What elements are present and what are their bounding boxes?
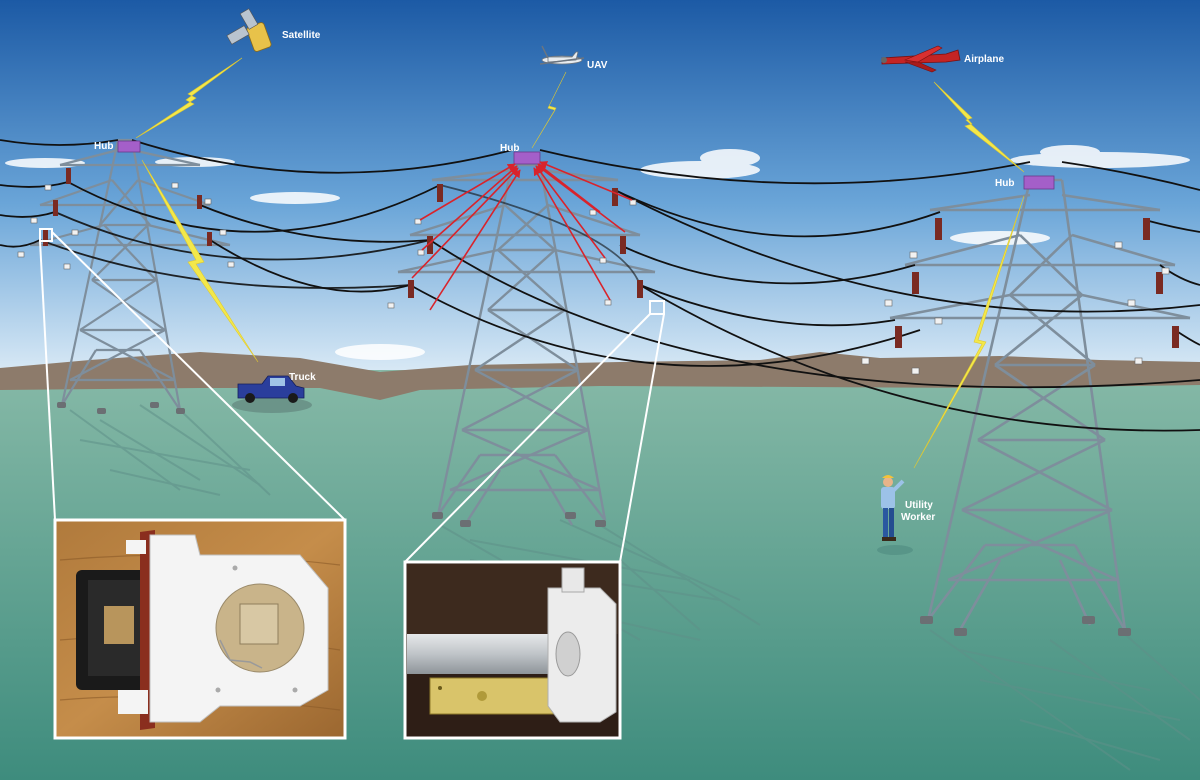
link-hub-worker xyxy=(913,195,1025,469)
truck-label: Truck xyxy=(289,372,316,383)
transmission-tower-middle xyxy=(397,163,656,526)
utility-worker-label-line1: Utility xyxy=(905,500,933,511)
hub-left-label: Hub xyxy=(94,141,113,152)
wireless-links xyxy=(135,57,1025,469)
callout-lines xyxy=(39,228,665,563)
satellite-icon xyxy=(226,8,272,52)
hub-right xyxy=(1023,175,1055,190)
hub-middle-label: Hub xyxy=(500,143,519,154)
satellite-label: Satellite xyxy=(282,30,321,41)
truck-icon xyxy=(232,375,312,413)
hub-right-label: Hub xyxy=(995,178,1014,189)
tower-left-feet xyxy=(57,402,185,414)
hub-middle xyxy=(513,151,541,165)
uav-label: UAV xyxy=(587,60,608,71)
sensor-photo-inset xyxy=(53,518,347,740)
link-airplane-hub xyxy=(933,81,1025,173)
tower-right-feet xyxy=(920,616,1131,636)
transmission-tower-left xyxy=(29,138,231,411)
transmission-tower-right xyxy=(889,178,1191,631)
uav-icon xyxy=(539,45,585,65)
clouds xyxy=(5,145,1190,360)
link-satellite-hub xyxy=(135,57,243,139)
power-lines xyxy=(0,139,1200,432)
utility-worker-label-line2: Worker xyxy=(901,512,935,523)
sky xyxy=(0,0,1200,370)
clamped-sensor-photo-inset xyxy=(403,560,622,740)
airplane-icon xyxy=(881,45,961,73)
airplane-label: Airplane xyxy=(964,54,1004,65)
hub-left xyxy=(117,140,141,153)
insulators xyxy=(43,168,1179,348)
link-hub-truck xyxy=(141,159,259,363)
utility-worker-icon xyxy=(877,475,913,555)
sensor-to-hub-signals xyxy=(411,161,633,311)
tower-middle-feet xyxy=(432,512,606,527)
line-sensors xyxy=(17,182,1170,375)
link-uav-hub xyxy=(531,71,567,149)
